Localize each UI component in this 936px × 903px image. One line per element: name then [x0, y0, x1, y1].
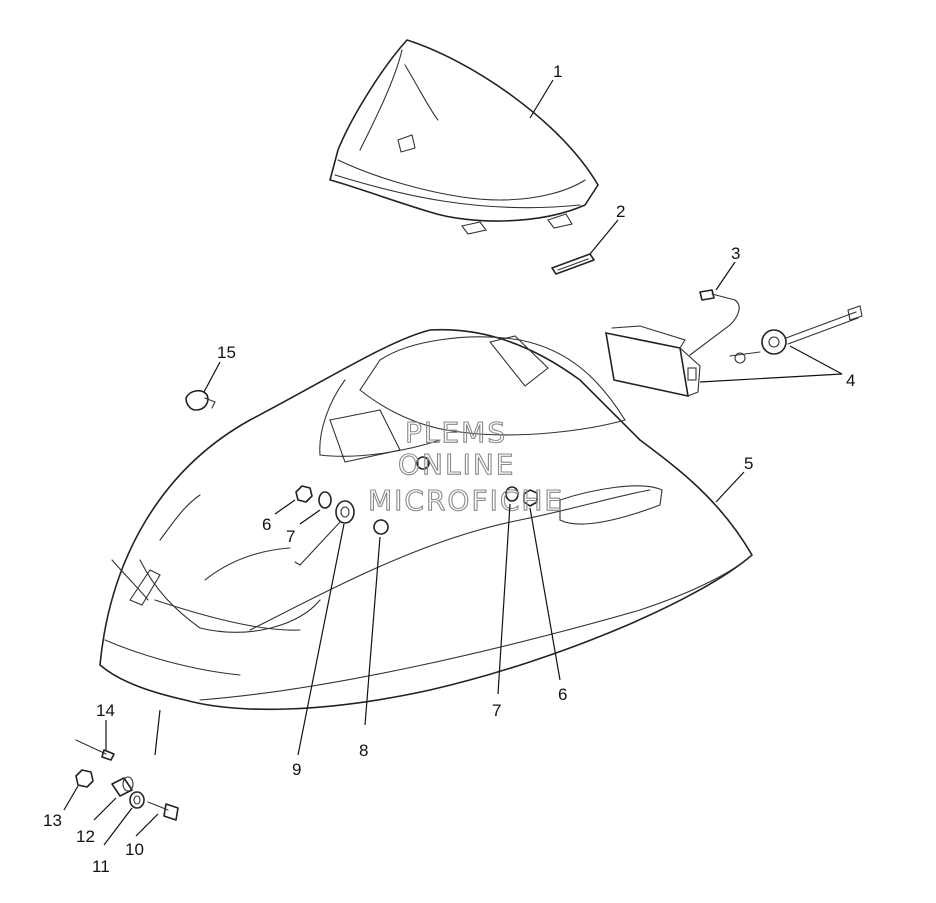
nut-part-right [523, 489, 538, 507]
watermark: PLEMS ONLINE MICROFICHE [367, 415, 564, 517]
callout-6-right: 6 [558, 685, 567, 704]
callout-9: 9 [292, 760, 301, 779]
watermark-line-1: PLEMS [405, 416, 507, 449]
callout-4: 4 [846, 371, 855, 390]
watermark-line-3: MICROFICHE [368, 484, 564, 517]
callout-2: 2 [616, 202, 625, 221]
plug-part [373, 519, 389, 535]
callout-14: 14 [96, 701, 115, 720]
callout-1: 1 [553, 62, 562, 81]
callout-10: 10 [125, 840, 144, 859]
callout-11: 11 [92, 857, 110, 876]
callout-numbers: 1 2 3 4 5 6 7 6 7 8 9 10 11 12 13 14 15 [43, 62, 855, 876]
callout-7-left: 7 [286, 527, 295, 546]
callout-6-left: 6 [262, 515, 271, 534]
callout-3: 3 [731, 244, 740, 263]
bolt-part-lower [147, 801, 179, 821]
hood-part [99, 328, 753, 711]
watermark-line-2: ONLINE [398, 448, 515, 481]
nut-part-lower [75, 769, 94, 788]
pin-part [551, 253, 595, 275]
washer-part-lower [129, 791, 145, 809]
callout-15: 15 [217, 343, 236, 362]
rivet-part [75, 739, 115, 761]
callout-8: 8 [359, 741, 368, 760]
headlight-assembly-part [605, 305, 863, 398]
spacer-part [111, 776, 134, 797]
callout-7-right: 7 [492, 701, 501, 720]
callout-13: 13 [43, 811, 62, 830]
center-bolt-part [416, 456, 430, 470]
callout-12: 12 [76, 827, 95, 846]
screw-part [689, 289, 740, 356]
nut-part-left [295, 485, 313, 503]
washer-part-left [318, 491, 332, 509]
callout-5: 5 [744, 454, 753, 473]
washer-part-right [505, 486, 519, 502]
cable-fastener-part [294, 500, 355, 566]
clip-part [185, 389, 216, 411]
windshield-part [329, 39, 599, 235]
leader-lines [63, 79, 843, 846]
